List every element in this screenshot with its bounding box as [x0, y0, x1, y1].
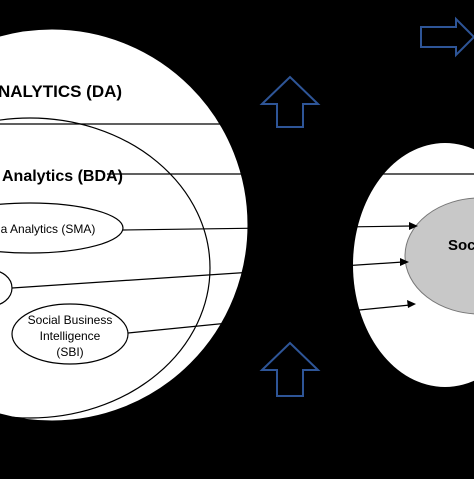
arrow-line-sbi: [127, 304, 411, 334]
label-bda: Analytics (BDA): [2, 168, 123, 185]
up-arrow-icon-top: [259, 75, 321, 128]
sbi-ellipse: [11, 303, 129, 365]
bda-ellipse: [0, 117, 211, 419]
arrow-line-sma: [122, 225, 413, 231]
label-right: Soc: [448, 237, 474, 254]
label-sma: ia Analytics (SMA): [0, 222, 95, 236]
up-arrow-icon-bottom: [259, 341, 321, 397]
da-circle: [0, 29, 248, 421]
label-sbi-line1: Social Business: [28, 313, 113, 327]
label-sbi-line3: (SBI): [56, 345, 83, 359]
right-arrow-icon: [420, 16, 474, 58]
sma-ellipse: [0, 202, 124, 254]
arrow-line-small: [11, 261, 404, 289]
right-inner-ellipse: [404, 197, 474, 315]
label-da: NALYTICS (DA): [0, 82, 122, 101]
arrow-head-small: [400, 258, 409, 266]
label-sbi-line2: Intelligence: [40, 329, 101, 343]
arrow-head-sbi: [407, 300, 416, 308]
arrow-head-sma: [409, 222, 418, 230]
